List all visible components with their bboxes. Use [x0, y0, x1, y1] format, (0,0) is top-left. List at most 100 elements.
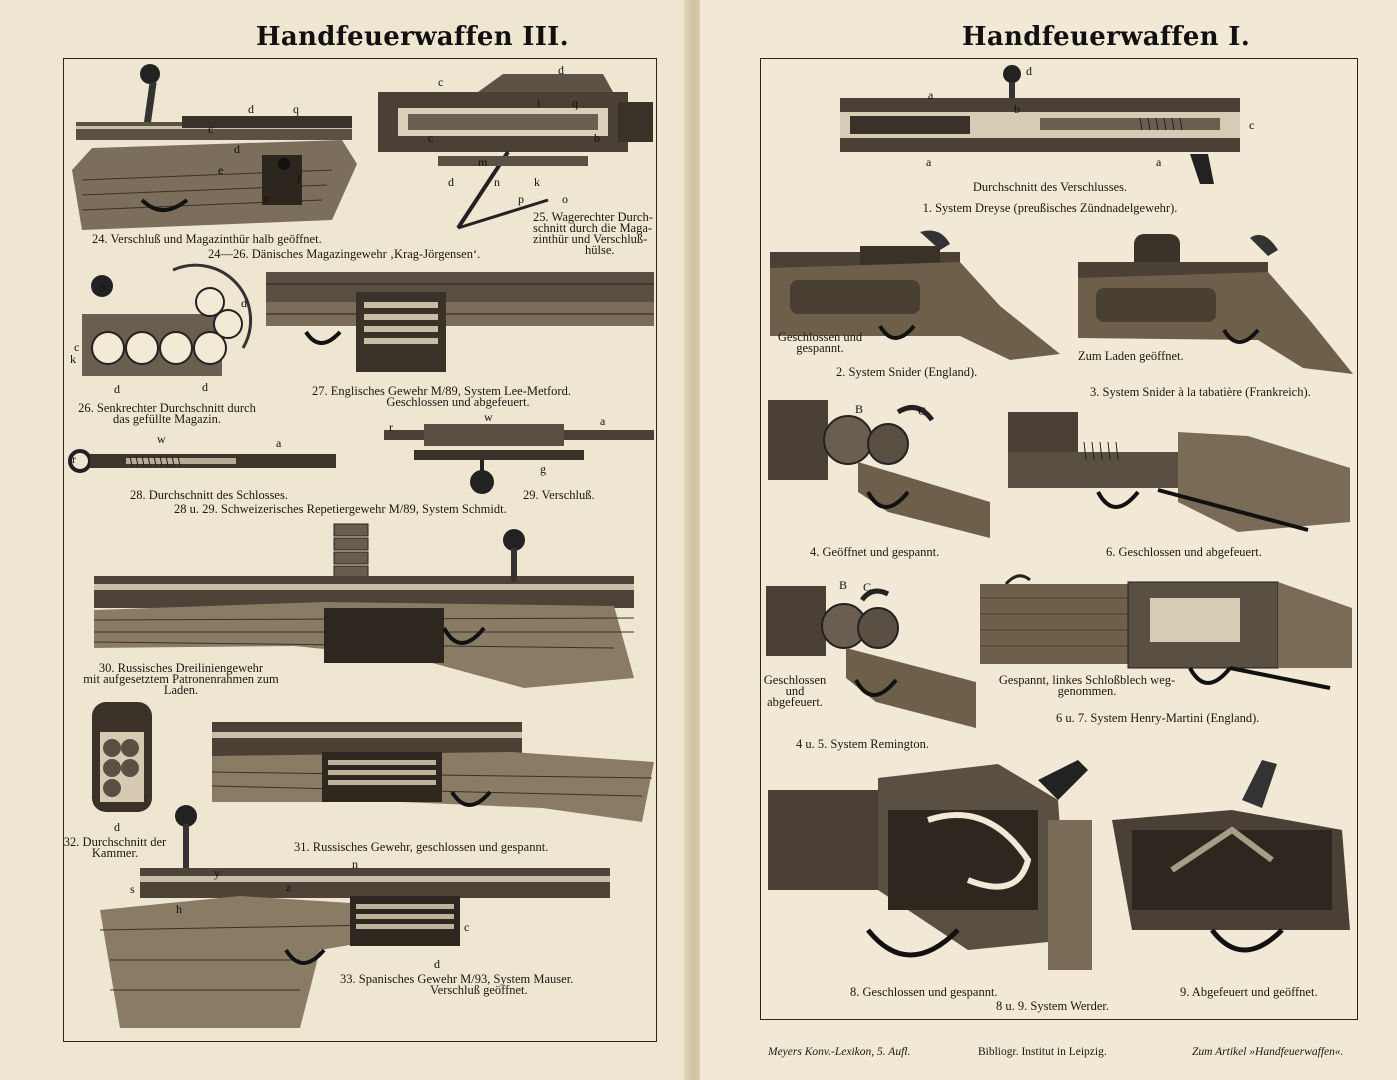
- label-letter: w: [157, 432, 166, 446]
- caption-5-line2: und: [785, 684, 805, 698]
- right-plate: Handfeuerwaffen I. d a b c a a Durchschn…: [700, 0, 1397, 1080]
- label-letter: q: [293, 102, 299, 116]
- figure-28-lock-section: [68, 449, 336, 473]
- label-letter: b: [594, 131, 600, 145]
- caption-8: 8. Geschlossen und gespannt.: [850, 985, 998, 999]
- label-letter: e: [264, 191, 270, 205]
- label-letter: d: [241, 296, 247, 310]
- figure-7-henry-martini-cocked: [980, 574, 1352, 690]
- label-letter: w: [484, 410, 493, 424]
- right-title: Handfeuerwaffen I.: [962, 22, 1251, 52]
- caption-26-line2: das gefüllte Magazin.: [113, 412, 221, 426]
- figure-1-dreyse-section: [840, 65, 1240, 184]
- caption-25-line2: schnitt durch die Maga-: [533, 221, 653, 235]
- label-letter: p: [518, 192, 524, 206]
- caption-25-line3: zinthür und Verschluß-: [533, 232, 648, 246]
- label-letter: a: [928, 88, 934, 102]
- caption-24-26: 24—26. Dänisches Magazingewehr ‚Krag-Jör…: [208, 247, 481, 261]
- figure-4-remington-open: [768, 400, 990, 538]
- caption-32-line2: Kammer.: [91, 846, 139, 860]
- label-letter: z: [286, 880, 292, 894]
- label-letter: y: [214, 866, 220, 880]
- caption-30-line1: 30. Russisches Dreiliniengewehr: [98, 661, 264, 675]
- label-letter: d: [558, 63, 564, 77]
- label-letter: m: [478, 155, 488, 169]
- caption-28: 28. Durchschnitt des Schlosses.: [130, 488, 288, 502]
- caption-27-line1: 27. Englisches Gewehr M/89, System Lee-M…: [312, 384, 571, 398]
- label-letter: n: [352, 857, 358, 871]
- caption-9: 9. Abgefeuert und geöffnet.: [1180, 985, 1318, 999]
- label-letter: c: [428, 131, 434, 145]
- label-letter: a: [600, 414, 606, 428]
- figure-24-rifle-action: [72, 64, 357, 230]
- label-letter: e: [218, 163, 224, 177]
- label-letter: d: [202, 380, 208, 394]
- right-frame: [760, 58, 1358, 1020]
- caption-30-line3: Laden.: [163, 683, 199, 697]
- caption-5-line3: abgefeuert.: [767, 695, 823, 709]
- label-letter: k: [534, 175, 540, 189]
- label-letter: C: [863, 580, 872, 594]
- caption-25-line4: hülse.: [585, 243, 615, 257]
- label-letter: d: [448, 175, 454, 189]
- book-gutter: [684, 0, 704, 1080]
- label-letter: c: [464, 920, 470, 934]
- caption-25-line1: 25. Wagerechter Durch-: [533, 210, 653, 224]
- label-letter: d: [434, 957, 440, 971]
- caption-6: 6. Geschlossen und abgefeuert.: [1106, 545, 1262, 559]
- label-letter: c: [208, 122, 214, 136]
- label-letter: g: [540, 462, 546, 476]
- label-letter: d: [114, 820, 120, 834]
- caption-5-line1: Geschlossen: [763, 673, 827, 687]
- figure-31-russian-rifle-closed: [212, 722, 654, 822]
- figure-29-bolt: [384, 424, 654, 494]
- caption-1-line2: 1. System Dreyse (preußisches Zündnadelg…: [922, 201, 1178, 215]
- label-letter: a: [926, 155, 932, 169]
- label-letter: s: [130, 882, 135, 896]
- figure-26-magazine-section: [82, 263, 253, 376]
- figure-8-werder-closed: [768, 760, 1092, 970]
- label-letter: d: [114, 382, 120, 396]
- label-letter: q: [572, 96, 578, 110]
- caption-2-line1: Geschlossen und: [777, 330, 863, 344]
- figure-25-horizontal-section: [378, 74, 653, 230]
- caption-4: 4. Geöffnet und gespannt.: [810, 545, 940, 559]
- label-letter: B: [855, 402, 864, 416]
- left-frame: [63, 58, 657, 1042]
- caption-30-line2: mit aufgesetztem Patronenrahmen zum: [83, 672, 279, 686]
- left-plate: Handfeuerwaffen III. d q c e d e f 24. V…: [0, 0, 688, 1080]
- figure-3-snider-tabatiere: [1078, 234, 1353, 374]
- caption-2-line2: gespannt.: [796, 341, 844, 355]
- caption-8-9: 8 u. 9. System Werder.: [996, 999, 1109, 1013]
- figure-32-chamber-section: [92, 702, 152, 812]
- left-title: Handfeuerwaffen III.: [256, 22, 569, 52]
- caption-2: 2. System Snider (England).: [836, 365, 978, 379]
- caption-33-line2: Verschluß geöffnet.: [430, 983, 528, 997]
- caption-3-line1: Zum Laden geöffnet.: [1078, 349, 1184, 363]
- figure-30-russian-rifle: [94, 523, 635, 688]
- footer-publisher: Bibliogr. Institut in Leipzig.: [978, 1046, 1107, 1058]
- figure-33-mauser: [100, 805, 610, 1028]
- label-letter: c: [1249, 118, 1255, 132]
- label-letter: C: [918, 404, 927, 418]
- figure-5-remington-closed: [766, 586, 976, 728]
- label-letter: i: [537, 96, 541, 110]
- label-letter: r: [72, 452, 76, 466]
- caption-7-line1: Gespannt, linkes Schloßblech weg-: [998, 673, 1176, 687]
- caption-24: 24. Verschluß und Magazinthür halb geöff…: [92, 232, 322, 246]
- label-letter: a: [276, 436, 282, 450]
- label-letter: b: [1014, 102, 1020, 116]
- label-letter: d: [234, 142, 240, 156]
- footer-article: Zum Artikel »Handfeuerwaffen«.: [1192, 1046, 1344, 1058]
- caption-32-line1: 32. Durchschnitt der: [63, 835, 167, 849]
- label-letter: d: [248, 102, 254, 116]
- caption-29: 29. Verschluß.: [523, 488, 595, 502]
- label-letter: d: [1026, 64, 1032, 78]
- label-letter: h: [176, 902, 182, 916]
- label-letter: B: [839, 578, 848, 592]
- caption-6-7: 6 u. 7. System Henry-Martini (England).: [1056, 711, 1260, 725]
- figure-9-werder-open: [1112, 760, 1350, 953]
- footer-publication: Meyers Konv.-Lexikon, 5. Aufl.: [768, 1046, 911, 1058]
- label-letter: f: [297, 172, 301, 186]
- label-letter: a: [1156, 155, 1162, 169]
